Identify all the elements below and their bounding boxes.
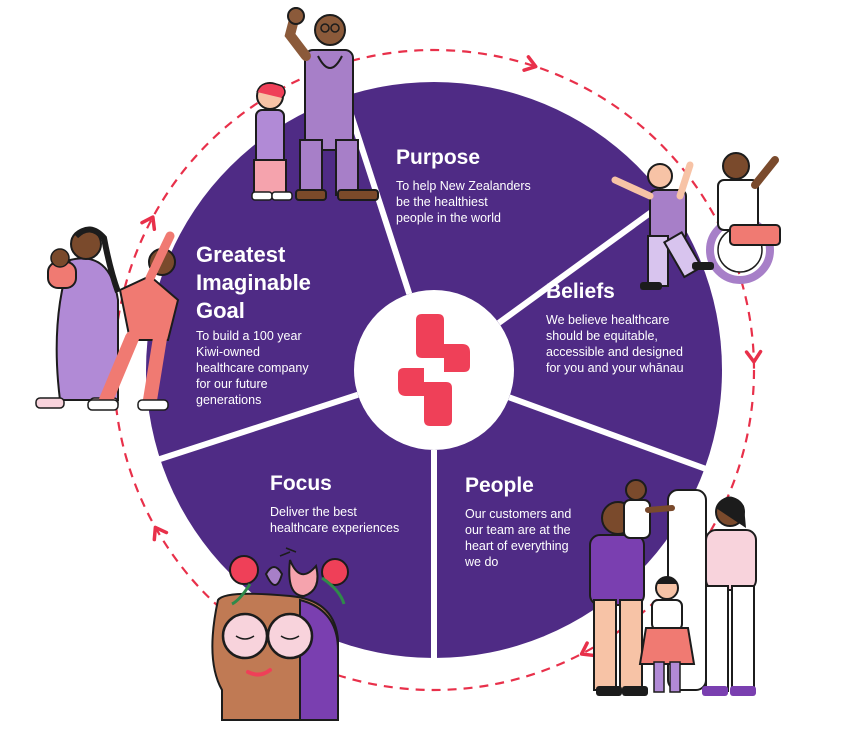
segment-body-line: our team are at the	[465, 523, 571, 537]
family-illustration	[589, 479, 757, 696]
segment-body-line: To build a 100 year	[196, 329, 302, 343]
center-disc	[354, 290, 514, 450]
segment-title-line: Goal	[196, 298, 245, 323]
chevron-arrow-icon	[522, 55, 538, 72]
segment-beliefs: Beliefs We believe healthcare should be …	[546, 280, 684, 375]
segment-body-line: Our customers and	[465, 507, 571, 521]
segment-body-line: be the healthiest	[396, 195, 488, 209]
segment-body-line: generations	[196, 393, 261, 407]
segment-body-line: accessible and designed	[546, 345, 683, 359]
segment-body-line: for our future	[196, 377, 268, 391]
segment-body-line: people in the world	[396, 211, 501, 225]
wheel-dividers	[157, 93, 708, 660]
segment-purpose: Purpose To help New Zealanders be the he…	[396, 146, 531, 225]
wheelchair-friends-illustration	[611, 152, 781, 290]
doctor-and-child-illustration	[251, 7, 379, 201]
segment-body-line: Deliver the best	[270, 505, 357, 519]
plus-cross-logo-icon	[398, 314, 470, 426]
segment-goal: Greatest Imaginable Goal To build a 100 …	[196, 242, 311, 407]
segment-body-line: To help New Zealanders	[396, 179, 531, 193]
flower-head-illustration	[211, 547, 349, 721]
segment-title: Focus	[270, 472, 332, 495]
segment-title-line: Greatest	[196, 242, 286, 267]
chevron-arrow-icon	[579, 641, 596, 658]
chevron-arrow-icon	[140, 215, 157, 231]
chevron-arrow-icon	[744, 349, 763, 364]
chevron-arrow-icon	[152, 525, 169, 542]
segment-title: Purpose	[396, 146, 480, 169]
segment-title-line: Imaginable	[196, 270, 311, 295]
mother-and-baby-illustration	[35, 226, 180, 411]
segment-title: Beliefs	[546, 280, 615, 303]
segment-body-line: should be equitable,	[546, 329, 658, 343]
segment-body-line: we do	[464, 555, 498, 569]
segment-focus: Focus Deliver the best healthcare experi…	[270, 472, 399, 535]
segment-body-line: healthcare company	[196, 361, 309, 375]
segment-body-line: for you and your whānau	[546, 361, 684, 375]
segment-people: People Our customers and our team are at…	[464, 474, 571, 569]
wheel-divider	[508, 394, 708, 473]
segment-body-line: healthcare experiences	[270, 521, 399, 535]
segment-title: People	[465, 474, 534, 497]
cycle-arrows	[140, 55, 763, 658]
segment-body-line: We believe healthcare	[546, 313, 670, 327]
cycle-ring	[112, 48, 756, 692]
segment-body-line: Kiwi-owned	[196, 345, 260, 359]
segment-body-line: heart of everything	[465, 539, 569, 553]
wheel-divider	[496, 197, 671, 326]
wheel-divider	[157, 391, 359, 463]
